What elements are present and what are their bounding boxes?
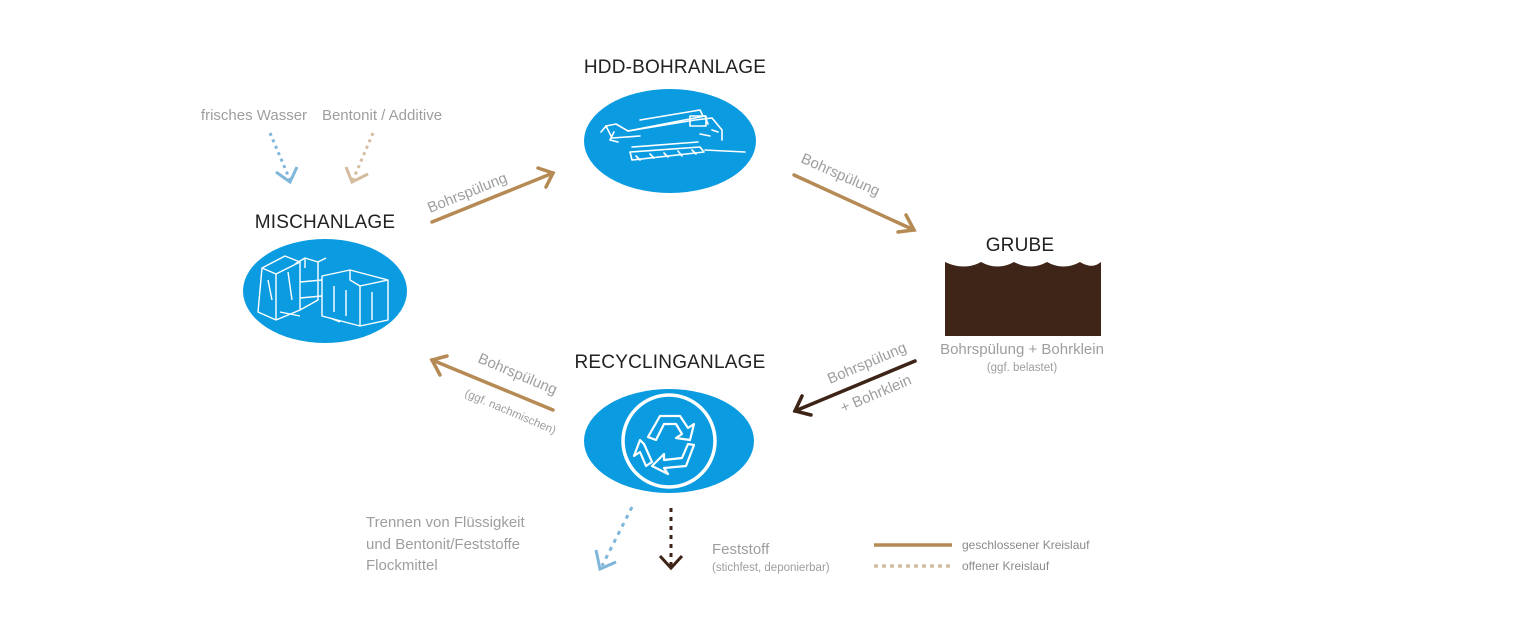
hdd-ellipse — [584, 89, 756, 193]
input-bentonit-label: Bentonit / Additive — [322, 107, 442, 124]
wasser-arrowhead-icon — [275, 166, 299, 185]
legend-closed-label: geschlossener Kreislauf — [962, 538, 1090, 552]
output-blue-arrowhead-icon — [594, 549, 617, 572]
recycle-icon — [621, 393, 717, 489]
recycling-ellipse — [584, 389, 754, 493]
trennen-line-3: Flockmittel — [366, 557, 438, 574]
misch-title: MISCHANLAGE — [255, 212, 396, 233]
flow-label-recycling-misch-sub: (ggf. nachmischen) — [463, 388, 558, 437]
mixing-plant-icon — [257, 255, 389, 327]
hdd-title: HDD-BOHRANLAGE — [584, 57, 766, 78]
flow-arrow-hdd-grube — [792, 173, 917, 234]
grube-caption-sub: (ggf. belastet) — [987, 362, 1057, 374]
output-blue-dotted-arrow — [600, 506, 634, 567]
recycling-title: RECYCLINGANLAGE — [575, 352, 766, 373]
grube-title: GRUBE — [986, 235, 1055, 256]
flow-label-misch-hdd: Bohrspülung — [425, 169, 509, 216]
feststoff-sub-label: (stichfest, deponierbar) — [712, 562, 830, 574]
grube-caption: Bohrspülung + Bohrklein — [940, 341, 1104, 358]
grube-pit-shape — [945, 262, 1101, 336]
flow-arrow-grube-recycling — [792, 359, 917, 417]
flow-label-hdd-grube: Bohrspülung — [798, 150, 882, 200]
drill-rig-icon — [600, 109, 746, 161]
bentonit-dotted-arrow — [351, 132, 375, 181]
trennen-line-1: Trennen von Flüssigkeit — [366, 514, 526, 531]
legend-open-label: offener Kreislauf — [962, 559, 1050, 573]
misch-ellipse — [243, 239, 407, 343]
wasser-dotted-arrow — [268, 132, 292, 181]
flow-label-recycling-misch: Bohrspülung — [475, 350, 559, 399]
flow-arrow-recycling-misch — [429, 354, 555, 412]
flow-arrow-misch-hdd — [430, 166, 556, 224]
input-wasser-label: frisches Wasser — [201, 107, 307, 124]
bentonit-arrowhead-icon — [344, 166, 369, 185]
feststoff-label: Feststoff — [712, 541, 770, 558]
trennen-line-2: und Bentonit/Feststoffe — [366, 536, 520, 553]
output-brown-arrowhead-icon — [658, 554, 684, 571]
